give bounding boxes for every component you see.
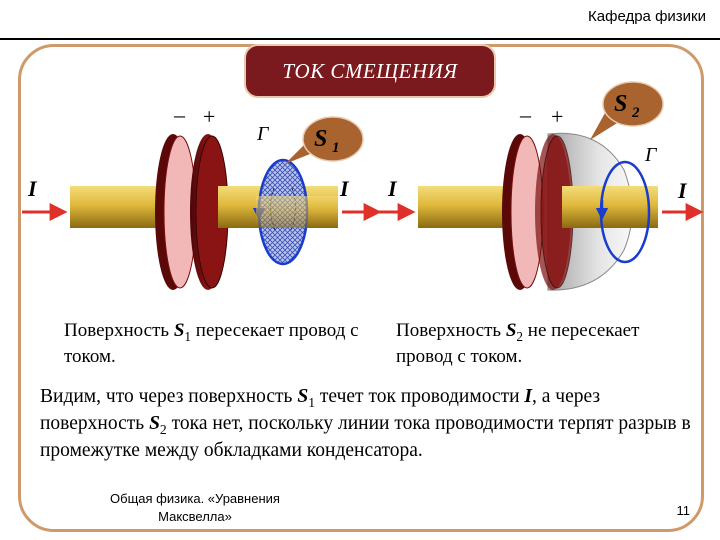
conclusion-paragraph: Видим, что через поверхность S1 течет то… [40,386,700,461]
right-capacitor [372,82,700,290]
body-s2: S [149,413,160,434]
footer-line-1: Общая физика. «Уравнения [80,490,310,508]
s1-bubble-letter: S [314,126,327,152]
footer-line-2: Максвелла» [80,508,310,526]
right-wire-out [562,186,658,228]
left-minus-label: – [173,102,186,127]
body-s1-sub: 1 [308,395,315,410]
caption-right-pre: Поверхность [396,320,506,341]
body-current: I [524,386,532,407]
s2-bubble-sub: 2 [631,105,640,121]
s1-bubble-sub: 1 [332,140,340,156]
caption-left-s: S [174,320,185,341]
left-wire-in [70,186,170,228]
caption-right-s: S [506,320,517,341]
right-plus-label: + [551,104,563,129]
right-minus-label: – [519,102,532,127]
left-gamma-label: Г [256,123,270,145]
left-current-out-label: I [339,176,350,201]
left-current-in-label: I [27,176,38,201]
body-s1: S [297,386,308,407]
slide-title: ТОК СМЕЩЕНИЯ [244,44,496,98]
body-s2-sub: 2 [160,422,167,437]
body-text-1: Видим, что через поверхность [40,386,297,407]
caption-left-pre: Поверхность [64,320,174,341]
body-text-2: течет ток проводимости [315,386,524,407]
caption-right: Поверхность S2 не пересекает провод с то… [396,321,696,367]
s2-bubble-letter: S [614,91,627,117]
caption-left: Поверхность S1 пересекает провод с током… [64,321,364,367]
right-current-out-label: I [677,178,688,203]
right-current-in-label: I [387,176,398,201]
left-plus-label: + [203,104,215,129]
wire-through-s1 [256,196,338,228]
right-gamma-label: Г [644,144,658,166]
page-number: 11 [677,503,691,518]
